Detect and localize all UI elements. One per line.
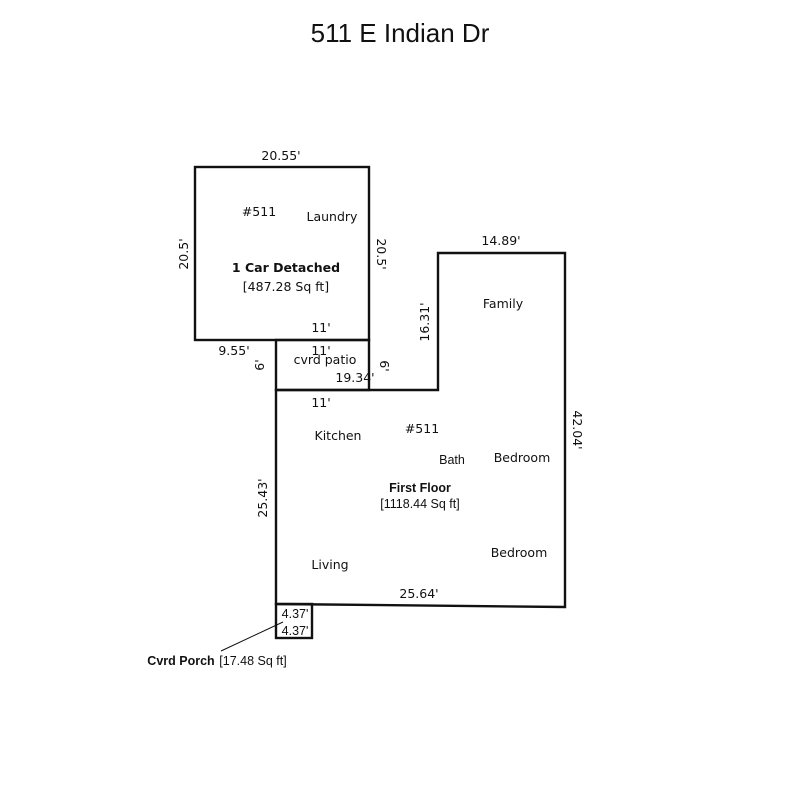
garage-bottom-dimension: 11': [311, 320, 330, 335]
garage-name: 1 Car Detached: [232, 260, 340, 275]
porch-outline: [274, 602, 314, 640]
garage-left-dimension: 20.5': [176, 238, 191, 269]
garage-area: [487.28 Sq ft]: [243, 279, 329, 294]
family-top-dimension: 14.89': [481, 233, 520, 248]
first-floor-bottom-dimension: 25.64': [399, 586, 438, 601]
garage-top-dimension: 20.55': [261, 148, 300, 163]
porch-top-dimension: 4.37': [282, 607, 309, 621]
laundry-label: Laundry: [307, 209, 359, 224]
family-label: Family: [483, 296, 524, 311]
first-floor-area: [1118.44 Sq ft]: [380, 497, 459, 511]
patio-top-dimension: 11': [311, 343, 330, 358]
patio-right-dimension: 6': [377, 360, 392, 371]
family-bottom-dimension: 19.34': [335, 370, 374, 385]
first-floor-right-dimension: 42.04': [570, 410, 585, 449]
patio-bottom-dimension: 11': [311, 395, 330, 410]
garage-right-dimension: 20.5': [374, 238, 389, 269]
porch-label: Cvrd Porch: [147, 654, 214, 668]
first-floor-unit-number: #511: [405, 421, 439, 436]
bedroom-label-1: Bedroom: [494, 450, 551, 465]
first-floor-name: First Floor: [389, 481, 451, 495]
garage-unit-number: #511: [242, 204, 276, 219]
family-left-dimension: 16.31': [417, 302, 432, 341]
porch-area: [17.48 Sq ft]: [219, 654, 286, 668]
page-title: 511 E Indian Dr: [310, 18, 490, 48]
bedroom-label-2: Bedroom: [491, 545, 548, 560]
first-floor-left-dimension: 25.43': [255, 478, 270, 517]
patio-left-dimension: 6': [252, 359, 267, 370]
patio-label: cvrd patio: [294, 352, 357, 367]
kitchen-label: Kitchen: [315, 428, 362, 443]
living-label: Living: [311, 557, 348, 572]
porch-bottom-dimension: 4.37': [282, 624, 309, 638]
garage-outline: [193, 165, 371, 342]
patio-offset-dimension: 9.55': [218, 343, 249, 358]
bath-label: Bath: [439, 453, 465, 467]
porch-leader-line: [220, 621, 284, 652]
